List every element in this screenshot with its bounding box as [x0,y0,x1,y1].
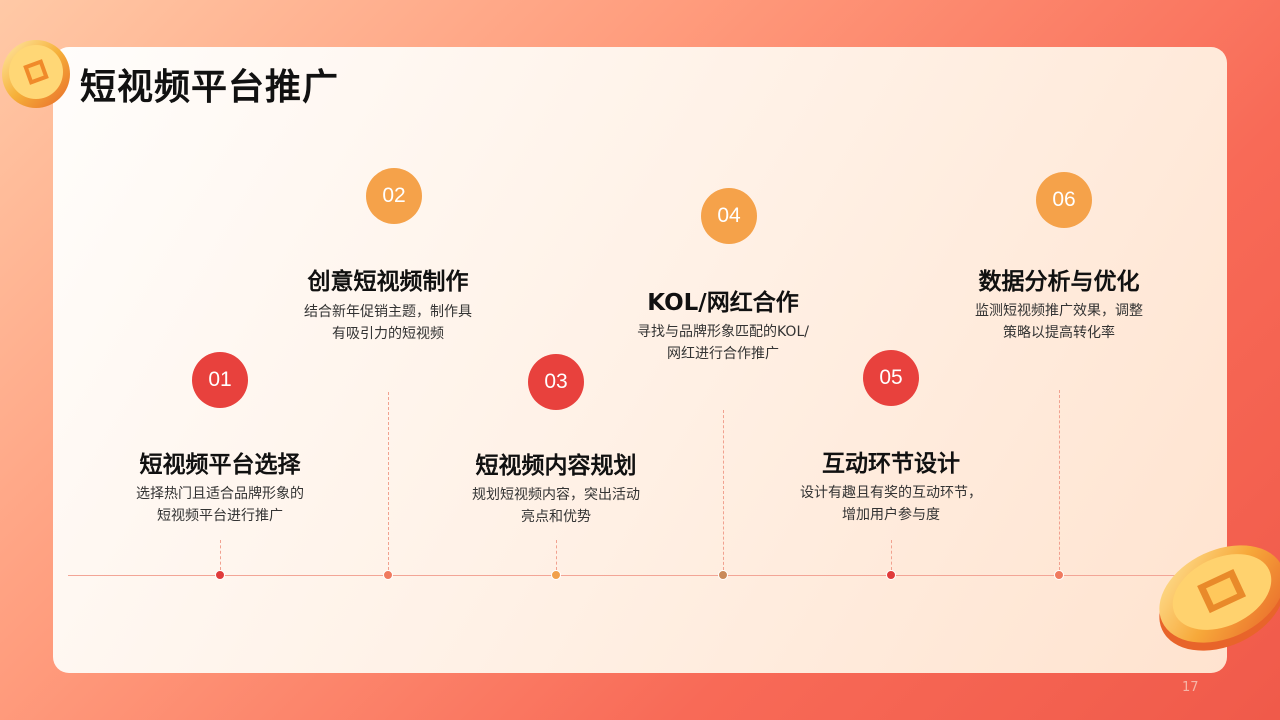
step-description-line: 策略以提高转化率 [1003,325,1115,341]
timeline-connector [891,540,892,570]
step-number-badge: 06 [1036,172,1092,228]
gold-coin-icon [1159,545,1280,651]
step-description: 结合新年促销主题，制作具 有吸引力的短视频 [268,301,508,345]
step-title: 数据分析与优化 [978,269,1140,295]
page-title: 短视频平台推广 [80,67,340,108]
timeline-dot [383,570,393,580]
step-number-badge: 02 [366,168,422,224]
step-description-line: 监测短视频推广效果，调整 [975,303,1143,319]
step-description-line: 网红进行合作推广 [667,346,779,362]
timeline-line [68,575,1228,576]
timeline-connector [388,392,389,570]
step-description: 规划短视频内容，突出活动 亮点和优势 [436,484,676,528]
step-description-line: 规划短视频内容，突出活动 [472,487,640,503]
step-title: 互动环节设计 [822,451,960,477]
step-title: KOL/网红合作 [647,290,799,316]
timeline-dot [1054,570,1064,580]
step-description-line: 选择热门且适合品牌形象的 [136,486,304,502]
step-description-line: 短视频平台进行推广 [157,508,283,524]
step-title: 创意短视频制作 [307,269,469,295]
timeline-dot [886,570,896,580]
content-card [53,47,1227,673]
step-description-line: 寻找与品牌形象匹配的KOL/ [637,324,809,340]
timeline-connector [220,540,221,570]
timeline-connector [1059,390,1060,570]
timeline-dot [215,570,225,580]
step-number-badge: 05 [863,350,919,406]
step-description-line: 设计有趣且有奖的互动环节， [800,485,982,501]
timeline-connector [723,410,724,570]
step-description: 寻找与品牌形象匹配的KOL/ 网红进行合作推广 [603,321,843,365]
step-number-badge: 03 [528,354,584,410]
step-description-line: 结合新年促销主题，制作具 [304,304,472,320]
step-description-line: 有吸引力的短视频 [332,326,444,342]
step-description: 设计有趣且有奖的互动环节， 增加用户参与度 [771,482,1011,526]
step-description: 监测短视频推广效果，调整 策略以提高转化率 [939,300,1179,344]
step-description-line: 亮点和优势 [521,509,591,525]
step-description: 选择热门且适合品牌形象的 短视频平台进行推广 [100,483,340,527]
gold-coin-icon [2,40,70,108]
step-number-badge: 04 [701,188,757,244]
step-title: 短视频内容规划 [475,453,637,479]
timeline-dot [551,570,561,580]
timeline-connector [556,540,557,570]
step-description-line: 增加用户参与度 [842,507,940,523]
step-number-badge: 01 [192,352,248,408]
step-title: 短视频平台选择 [139,452,301,478]
timeline-dot [718,570,728,580]
page-number: 17 [1182,680,1199,695]
